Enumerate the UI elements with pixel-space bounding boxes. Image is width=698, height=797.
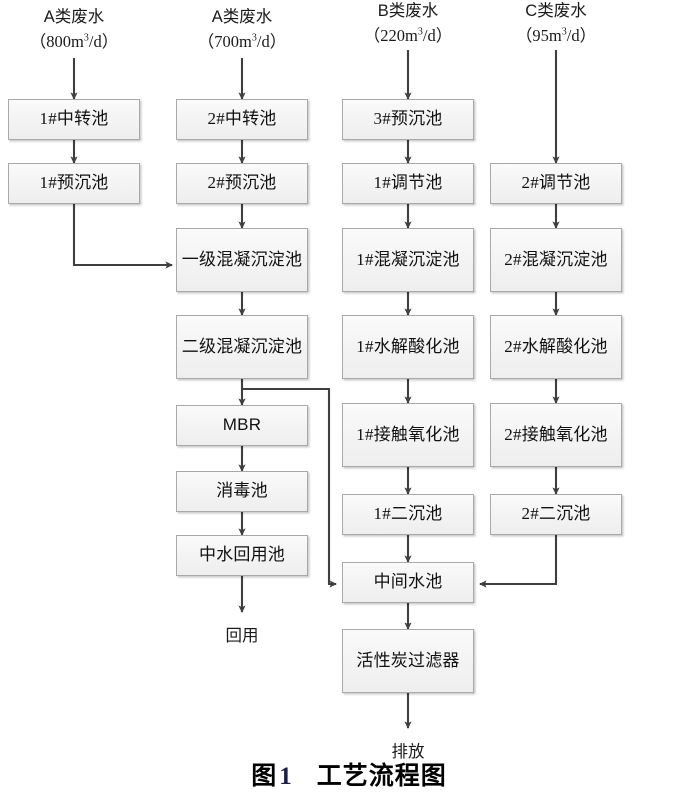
node-label: 1#接触氧化池 [356,425,460,445]
node-1-hydrolysis-acidification-tank[interactable]: 1#水解酸化池 [342,315,474,379]
inlet-c-flow: （95m3/d） [515,25,597,45]
node-1-transfer-tank[interactable]: 1#中转池 [8,99,140,140]
output-label-reuse: 回用 [225,626,259,645]
node-1-contact-oxidation-tank[interactable]: 1#接触氧化池 [342,403,474,467]
inlet-a1-type: A类废水 [43,8,105,26]
node-label: 2#中转池 [207,109,277,129]
caption-title: 工艺流程图 [316,763,447,790]
node-2-equalization-tank[interactable]: 2#调节池 [490,163,622,204]
node-label: 1#调节池 [373,173,443,193]
node-2-secondary-settling-tank[interactable]: 2#二沉池 [490,494,622,535]
node-1-secondary-settling-tank[interactable]: 1#二沉池 [342,494,474,535]
node-label: 1#预沉池 [39,173,109,193]
node-label: 1#二沉池 [373,504,443,524]
edge-c1r2-to-c2r3 [72,204,174,269]
node-reclaimed-water-reuse-tank[interactable]: 中水回用池 [176,535,308,576]
caption-prefix: 图 [251,763,278,790]
inlet-a2-type: A类废水 [211,8,273,26]
caption-number: 1 [279,763,293,790]
node-label: 2#水解酸化池 [504,337,608,357]
inlet-b-flow: （220m3/d） [363,25,453,45]
inlet-label-a2: A类废水 （700m3/d） [176,6,308,54]
inlet-a2-flow: （700m3/d） [197,31,287,51]
node-label: 1#中转池 [39,109,109,129]
node-3-pre-settling-tank[interactable]: 3#预沉池 [342,99,474,140]
node-label: 2#混凝沉淀池 [504,250,608,270]
inlet-label-c: C类废水 （95m3/d） [490,0,622,48]
node-1-coagulation-sedimentation-tank[interactable]: 1#混凝沉淀池 [342,228,474,292]
node-secondary-coagulation-sedimentation-tank[interactable]: 二级混凝沉淀池 [176,315,308,379]
node-label: 1#混凝沉淀池 [356,250,460,270]
edge-c4r6-to-c3r7 [478,535,558,588]
node-disinfection-tank[interactable]: 消毒池 [176,471,308,512]
output-label-discharge: 排放 [391,742,425,761]
node-label: 2#预沉池 [207,173,277,193]
node-label: 2#接触氧化池 [504,425,608,445]
node-mbr[interactable]: MBR [176,405,308,446]
inlet-label-b: B类废水 （220m3/d） [342,0,474,48]
node-2-hydrolysis-acidification-tank[interactable]: 2#水解酸化池 [490,315,622,379]
node-label: 中间水池 [373,572,443,592]
node-label: 1#水解酸化池 [356,337,460,357]
node-label: 中水回用池 [199,545,285,565]
inlet-c-type: C类废水 [525,2,587,20]
node-label: 2#调节池 [521,173,591,193]
node-label: 二级混凝沉淀池 [181,337,303,357]
node-label: MBR [222,415,262,435]
node-primary-coagulation-sedimentation-tank[interactable]: 一级混凝沉淀池 [176,228,308,292]
node-label: 3#预沉池 [373,109,443,129]
node-1-equalization-tank[interactable]: 1#调节池 [342,163,474,204]
node-activated-carbon-filter[interactable]: 活性炭过滤器 [342,629,474,693]
figure-caption: 图1 工艺流程图 [0,756,698,792]
node-2-coagulation-sedimentation-tank[interactable]: 2#混凝沉淀池 [490,228,622,292]
node-label: 消毒池 [216,481,268,501]
inlet-a1-flow: （800m3/d） [29,31,119,51]
node-label: 活性炭过滤器 [356,651,460,671]
node-2-transfer-tank[interactable]: 2#中转池 [176,99,308,140]
node-2-contact-oxidation-tank[interactable]: 2#接触氧化池 [490,403,622,467]
inlet-b-type: B类废水 [377,2,439,20]
inlet-label-a1: A类废水 （800m3/d） [8,6,140,54]
node-2-pre-settling-tank[interactable]: 2#预沉池 [176,163,308,204]
node-label: 一级混凝沉淀池 [181,250,303,270]
node-1-pre-settling-tank[interactable]: 1#预沉池 [8,163,140,204]
node-intermediate-water-tank[interactable]: 中间水池 [342,562,474,603]
node-label: 2#二沉池 [521,504,591,524]
